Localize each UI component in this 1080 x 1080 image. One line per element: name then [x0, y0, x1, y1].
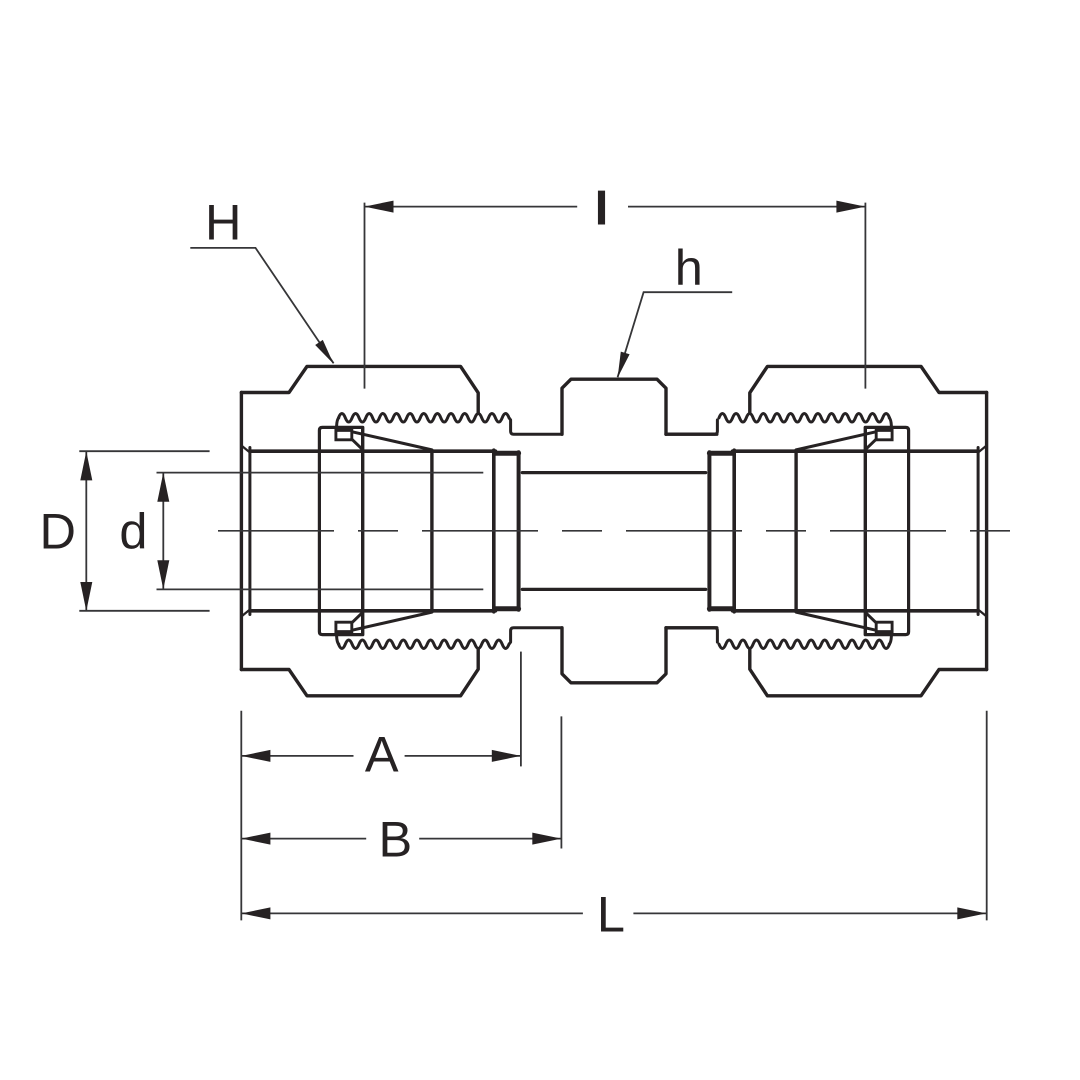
- svg-text:A: A: [365, 725, 399, 782]
- svg-text:D: D: [40, 502, 76, 559]
- svg-text:h: h: [675, 239, 703, 296]
- svg-text:I: I: [595, 181, 609, 236]
- svg-text:L: L: [597, 886, 625, 943]
- svg-text:B: B: [378, 810, 412, 867]
- svg-text:d: d: [119, 502, 147, 559]
- svg-text:H: H: [205, 194, 241, 251]
